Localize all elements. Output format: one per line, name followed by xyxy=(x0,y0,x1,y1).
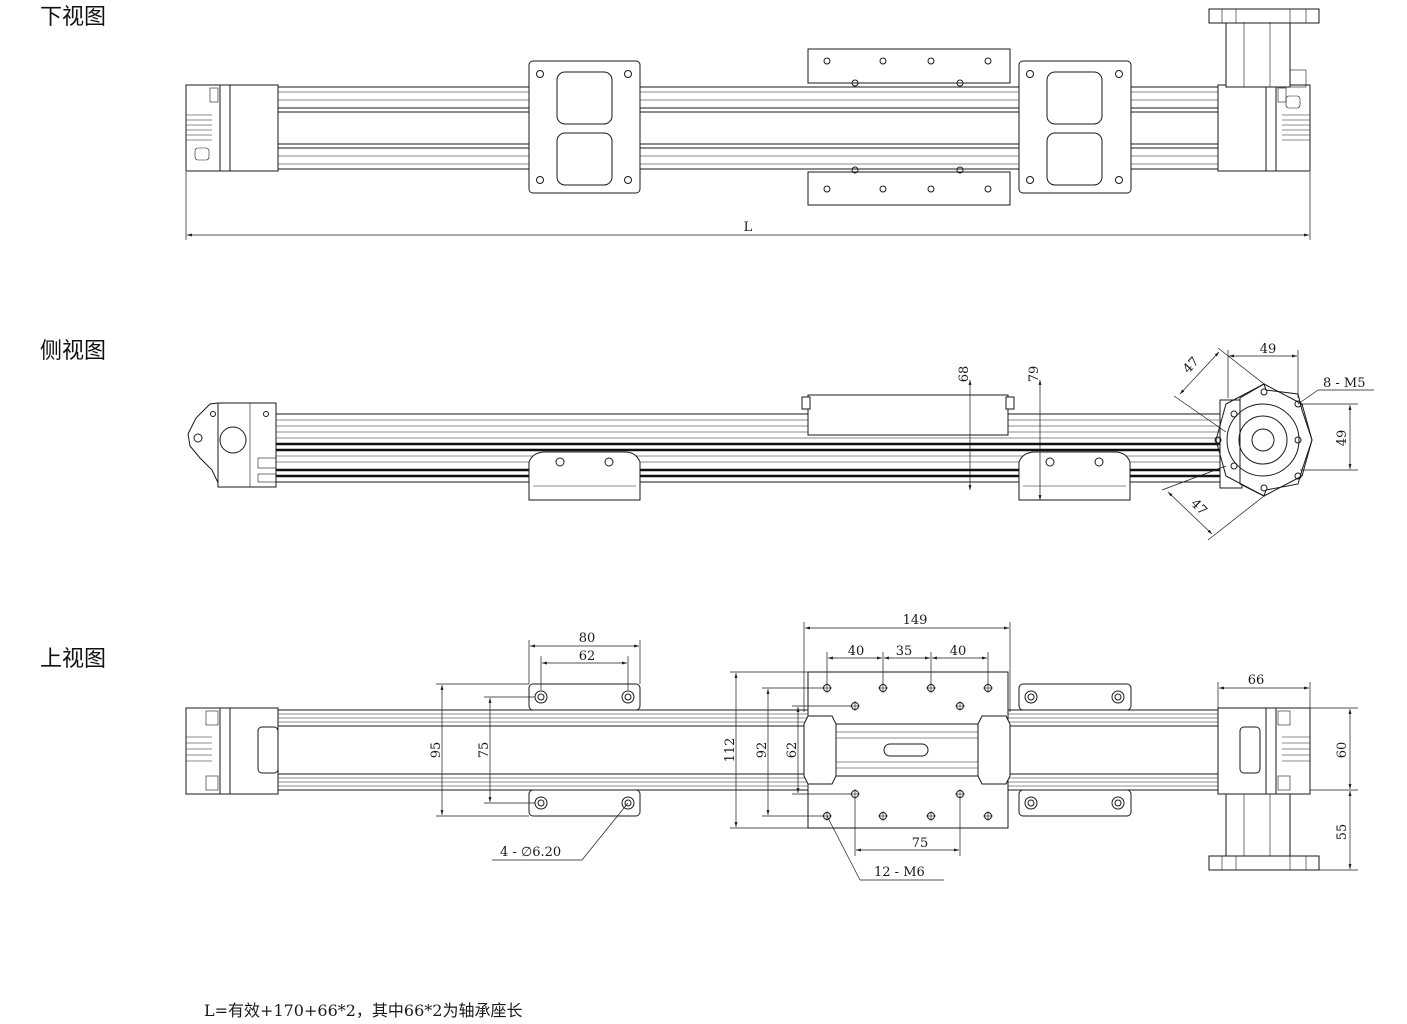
length-formula-note: L=有效+170+66*2，其中66*2为轴承座长 xyxy=(204,1001,522,1020)
dim-149: 149 xyxy=(903,613,928,628)
dim-47-lower: 47 xyxy=(1187,496,1209,518)
dim-L: L xyxy=(744,220,753,235)
view-title-side: 侧视图 xyxy=(40,339,106,364)
bottom-view: L xyxy=(185,8,1320,240)
dim-68: 68 xyxy=(957,366,972,383)
dim-79: 79 xyxy=(1027,366,1042,383)
side-view: 68 79 49 49 8 - M5 47 47 xyxy=(187,342,1374,541)
dim-40-right: 40 xyxy=(950,644,967,659)
dim-66: 66 xyxy=(1248,673,1265,688)
dim-75-horizontal: 75 xyxy=(912,836,929,851)
dim-80: 80 xyxy=(579,631,596,646)
dim-92: 92 xyxy=(755,742,770,759)
dim-49-horizontal: 49 xyxy=(1260,342,1277,357)
dim-35: 35 xyxy=(896,644,913,659)
dim-60: 60 xyxy=(1335,742,1350,759)
dim-62-vertical: 62 xyxy=(785,742,800,759)
dim-49-vertical: 49 xyxy=(1335,430,1350,447)
dim-40-left: 40 xyxy=(848,644,865,659)
top-view: 80 62 95 75 4 - ∅6.20 149 40 35 40 xyxy=(185,613,1358,881)
dim-12-m6: 12 - M6 xyxy=(874,865,925,880)
view-title-top: 上视图 xyxy=(40,647,106,672)
dim-95: 95 xyxy=(429,742,444,759)
dim-4-holes: 4 - ∅6.20 xyxy=(500,845,561,860)
dim-55: 55 xyxy=(1335,824,1350,841)
dim-8-m5: 8 - M5 xyxy=(1323,376,1366,391)
view-title-bottom: 下视图 xyxy=(40,5,106,30)
dim-112: 112 xyxy=(723,738,738,763)
dim-62-horizontal: 62 xyxy=(579,649,596,664)
dim-75-vertical: 75 xyxy=(477,742,492,759)
